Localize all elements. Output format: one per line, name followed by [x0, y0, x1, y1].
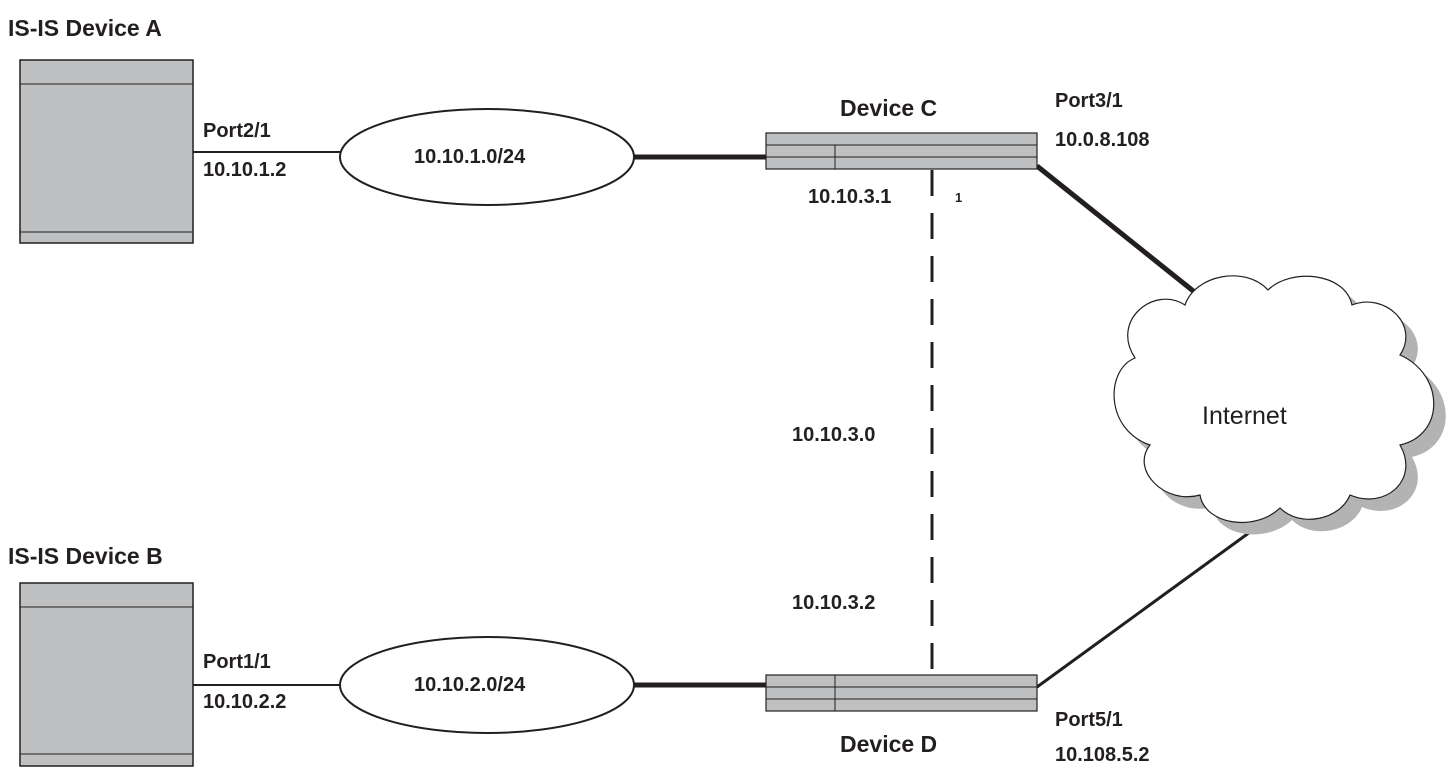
device-c-switch — [765, 132, 1038, 170]
device-d-title: Device D — [840, 731, 938, 757]
device-b-ip: 10.10.2.2 — [203, 691, 287, 713]
device-a-chassis — [19, 59, 194, 244]
device-d-port-ip: 10.108.5.2 — [1055, 744, 1150, 766]
device-c-port-ip: 10.0.8.108 — [1055, 129, 1150, 151]
link-cd-network-label: 10.10.3.0 — [792, 424, 876, 446]
device-d-port: Port5/1 — [1055, 709, 1123, 731]
network-a-label: 10.10.1.0/24 — [414, 146, 526, 168]
device-b-chassis — [19, 582, 194, 767]
device-a-ip: 10.10.1.2 — [203, 159, 287, 181]
device-a-title: IS-IS Device A — [8, 15, 162, 41]
device-a-port: Port2/1 — [203, 120, 271, 142]
internet-label: Internet — [1202, 402, 1287, 430]
network-b-ellipse — [339, 636, 635, 734]
device-c-port: Port3/1 — [1055, 90, 1123, 112]
device-d-switch — [765, 674, 1038, 712]
internet-cloud — [1113, 275, 1446, 535]
device-d-link-ip: 10.10.3.2 — [792, 592, 876, 614]
device-c-title: Device C — [840, 95, 938, 121]
network-b-label: 10.10.2.0/24 — [414, 674, 526, 696]
link-c-to-internet — [1035, 164, 1214, 308]
link-d-to-internet — [1036, 525, 1258, 689]
network-a-ellipse — [339, 108, 635, 206]
device-b-port: Port1/1 — [203, 651, 271, 673]
device-b-title: IS-IS Device B — [8, 543, 163, 569]
device-c-link-ip: 10.10.3.1 — [808, 186, 892, 208]
device-c-link-marker: 1 — [955, 190, 963, 205]
